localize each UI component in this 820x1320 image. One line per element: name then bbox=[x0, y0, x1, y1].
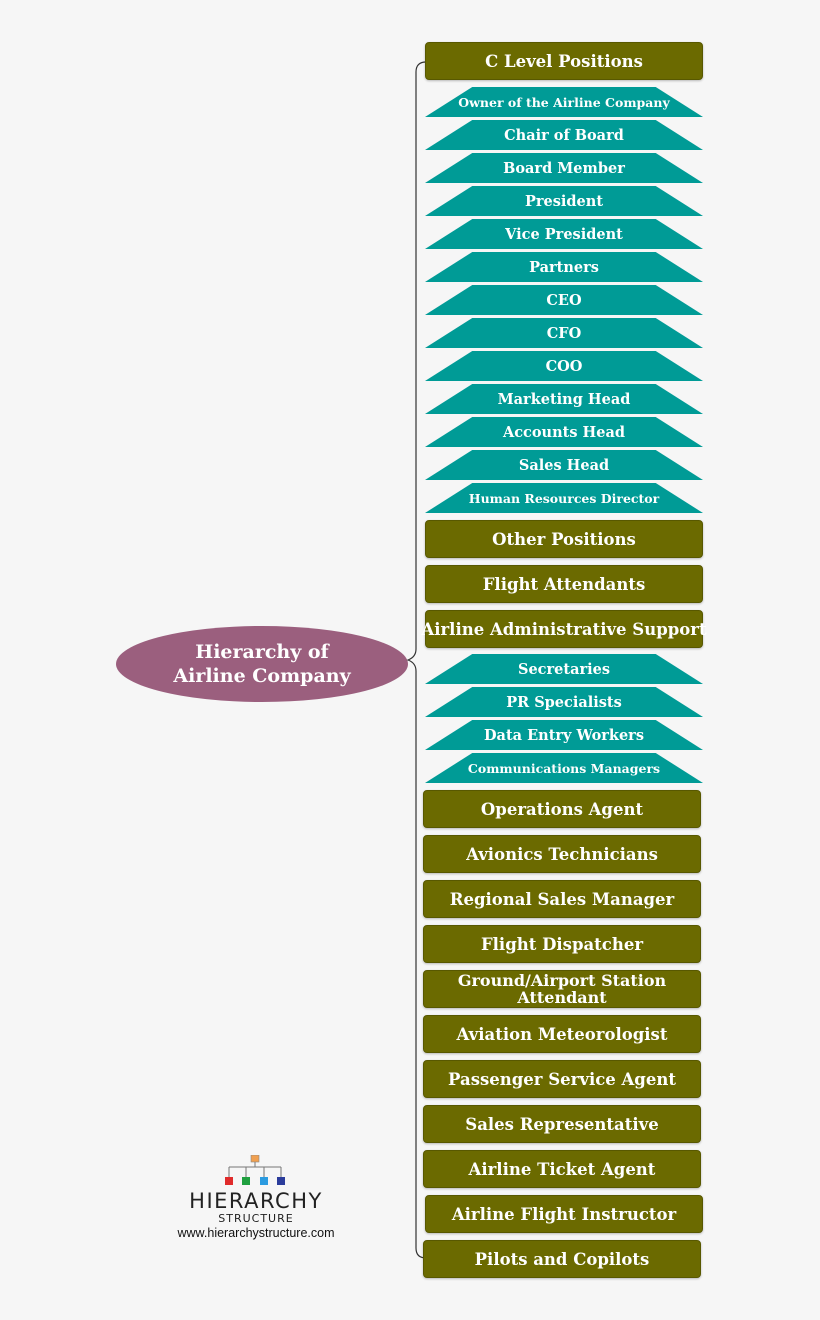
node-president: President bbox=[425, 186, 703, 216]
node-sales-head: Sales Head bbox=[425, 450, 703, 480]
node-flight-attendants: Flight Attendants bbox=[425, 565, 703, 603]
node-pilots-and-copilots: Pilots and Copilots bbox=[423, 1240, 701, 1278]
node-accounts-head: Accounts Head bbox=[425, 417, 703, 447]
node-avionics-technicians: Avionics Technicians bbox=[423, 835, 701, 873]
node-operations-agent: Operations Agent bbox=[423, 790, 701, 828]
node-cfo: CFO bbox=[425, 318, 703, 348]
root-node: Hierarchy of Airline Company bbox=[116, 626, 408, 702]
root-label: Hierarchy of Airline Company bbox=[173, 641, 351, 687]
org-chart-icon bbox=[225, 1155, 285, 1185]
node-communications-managers: Communications Managers bbox=[425, 753, 703, 783]
node-airline-flight-instructor: Airline Flight Instructor bbox=[425, 1195, 703, 1233]
connector-bracket bbox=[406, 61, 427, 1259]
node-pr-specialists: PR Specialists bbox=[425, 687, 703, 717]
node-c-level-positions: C Level Positions bbox=[425, 42, 703, 80]
node-marketing-head: Marketing Head bbox=[425, 384, 703, 414]
node-vice-president: Vice President bbox=[425, 219, 703, 249]
node-data-entry-workers: Data Entry Workers bbox=[425, 720, 703, 750]
logo-url: www.hierarchystructure.com bbox=[177, 1226, 335, 1240]
hierarchy-structure-logo: HIERARCHY STRUCTURE www.hierarchystructu… bbox=[168, 1155, 358, 1245]
node-chair-of-board: Chair of Board bbox=[425, 120, 703, 150]
node-passenger-service-agent: Passenger Service Agent bbox=[423, 1060, 701, 1098]
node-airline-ticket-agent: Airline Ticket Agent bbox=[423, 1150, 701, 1188]
node-secretaries: Secretaries bbox=[425, 654, 703, 684]
node-human-resources-director: Human Resources Director bbox=[425, 483, 703, 513]
node-sales-representative: Sales Representative bbox=[423, 1105, 701, 1143]
node-flight-dispatcher: Flight Dispatcher bbox=[423, 925, 701, 963]
node-ground-airport-station-attendant: Ground/Airport Station Attendant bbox=[423, 970, 701, 1008]
node-coo: COO bbox=[425, 351, 703, 381]
node-aviation-meteorologist: Aviation Meteorologist bbox=[423, 1015, 701, 1053]
logo-title: HIERARCHY bbox=[189, 1189, 323, 1213]
node-ceo: CEO bbox=[425, 285, 703, 315]
node-owner-of-the-airline-company: Owner of the Airline Company bbox=[425, 87, 703, 117]
logo-subtitle: STRUCTURE bbox=[218, 1212, 294, 1225]
node-regional-sales-manager: Regional Sales Manager bbox=[423, 880, 701, 918]
node-airline-administrative-support: Airline Administrative Support bbox=[421, 610, 707, 648]
node-other-positions: Other Positions bbox=[425, 520, 703, 558]
node-board-member: Board Member bbox=[425, 153, 703, 183]
node-partners: Partners bbox=[425, 252, 703, 282]
